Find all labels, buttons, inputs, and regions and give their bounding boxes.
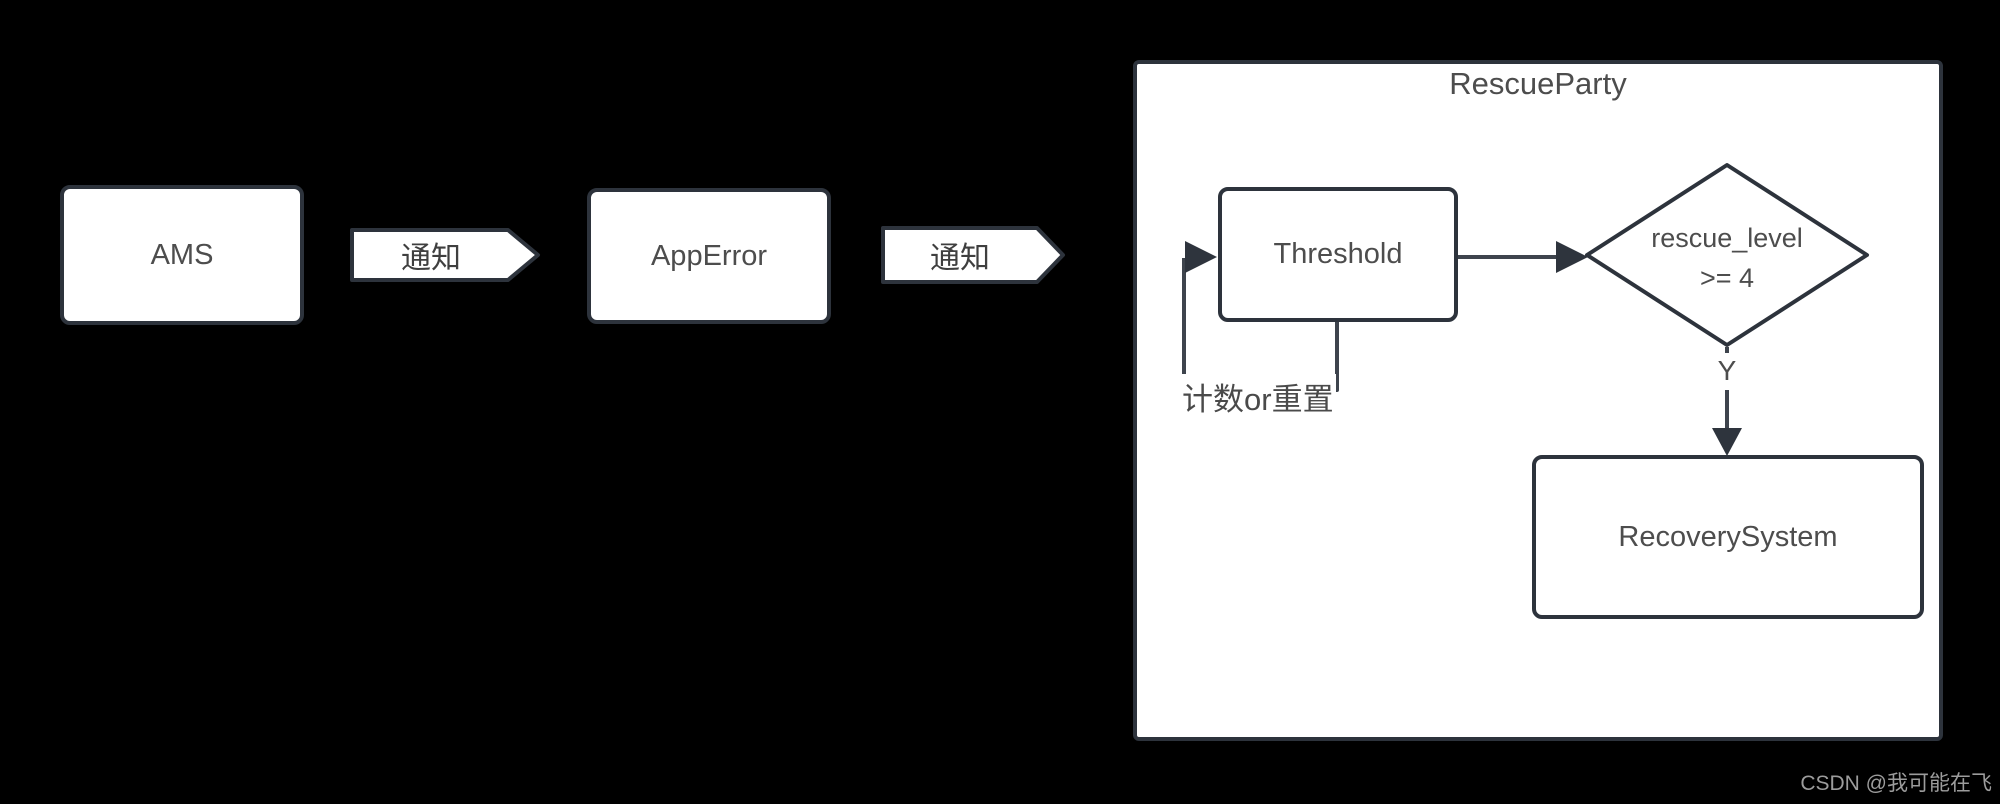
apperror-node: AppError — [587, 188, 831, 324]
ams-label: AMS — [150, 238, 214, 271]
apperror-label: AppError — [650, 239, 768, 272]
threshold-self-loop-arrowhead — [1185, 241, 1217, 273]
watermark-text: CSDN @我可能在飞 — [1800, 772, 1992, 795]
recovery-system-label: RecoverySystem — [1618, 520, 1838, 553]
decision-yes-label: Y — [1717, 355, 1737, 386]
notify1-edge-label: 通知 — [401, 242, 461, 275]
self-loop-label: 计数or重置 — [1180, 374, 1336, 419]
decision-condition-label: rescue_level >= 4 — [1617, 218, 1837, 298]
notify1-arrow-shape — [350, 228, 540, 282]
decision-condition-line2: >= 4 — [1699, 263, 1755, 293]
recovery-system-node: RecoverySystem — [1532, 455, 1924, 619]
notify2-arrow-shape — [881, 226, 1065, 284]
ams-node: AMS — [60, 185, 304, 325]
rescueparty-title: RescueParty — [1449, 66, 1627, 101]
decision-to-recovery-arrowhead — [1712, 428, 1742, 456]
threshold-to-decision-arrowhead — [1556, 241, 1588, 273]
notify2-edge-label: 通知 — [930, 242, 990, 275]
threshold-node: Threshold — [1218, 187, 1458, 322]
decision-diamond-shape — [1585, 163, 1869, 347]
threshold-label: Threshold — [1273, 238, 1403, 271]
decision-condition-line1: rescue_level — [1651, 223, 1803, 253]
